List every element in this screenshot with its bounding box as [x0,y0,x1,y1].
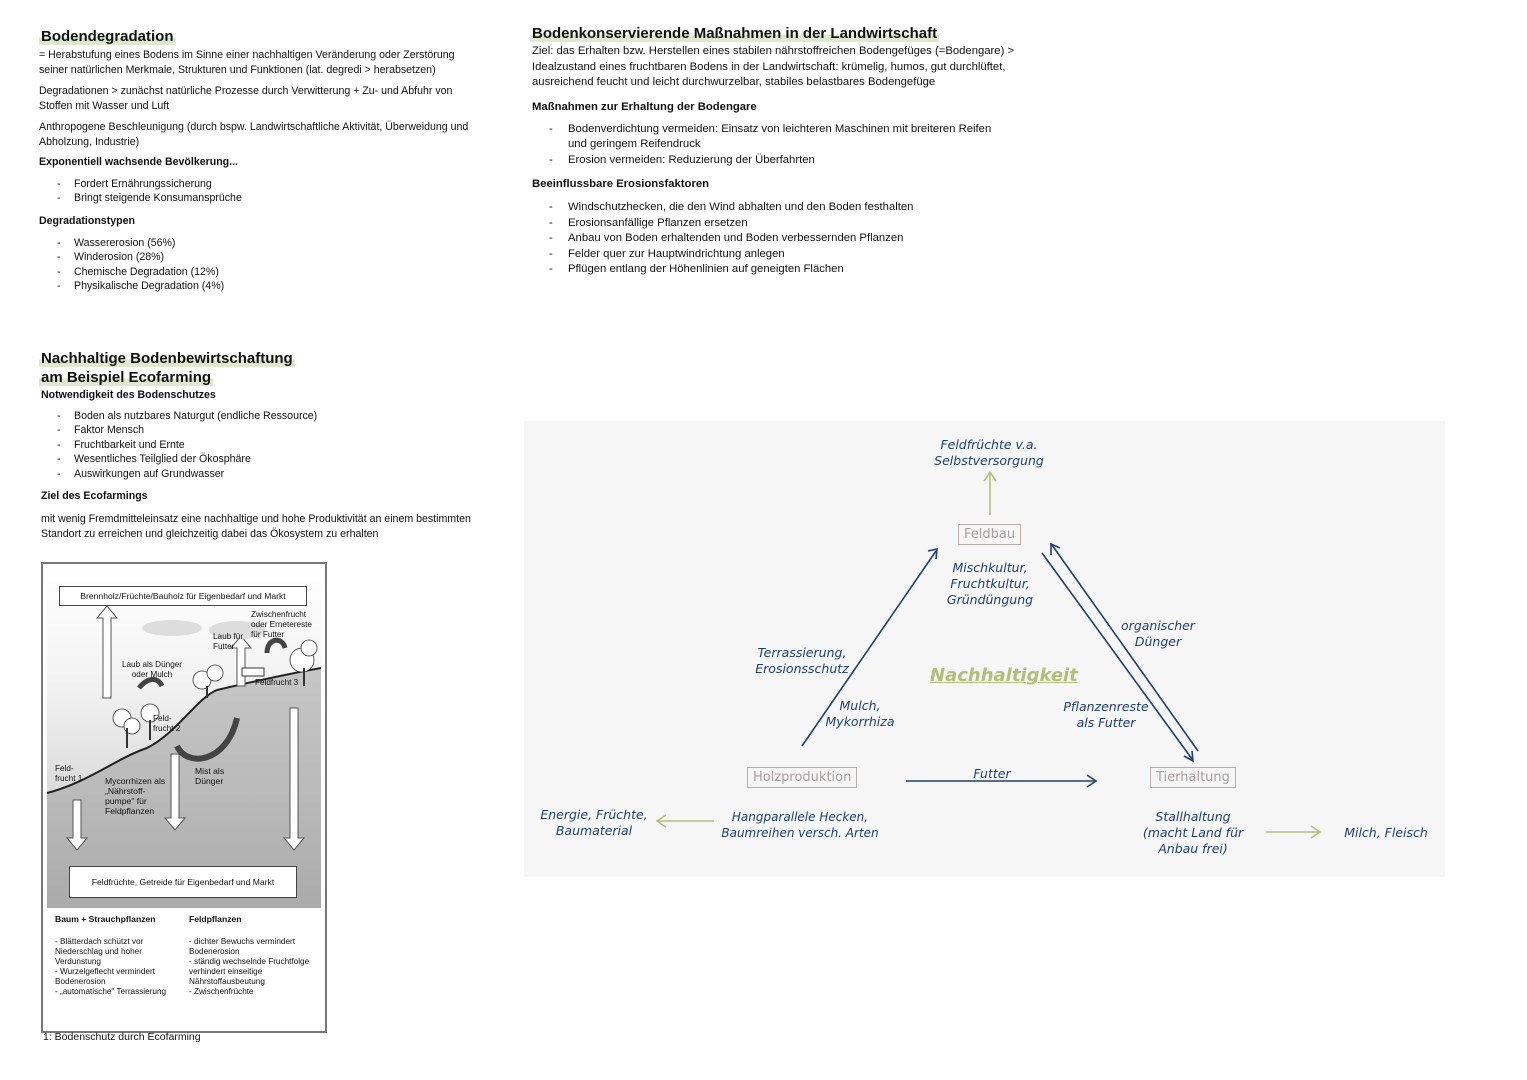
subheading-ziel: Ziel des Ecofarmings [41,490,148,503]
list-bevoelkerung: Fordert Ernährungssicherung Bringt steig… [39,177,484,206]
label-mulch: Mulch, Mykorrhiza [825,698,895,729]
node-tierhaltung: Tierhaltung [1150,767,1236,788]
label-feldfrucht3: Feldfrucht 3 [255,678,299,687]
list-item: Fordert Ernährungssicherung [39,177,484,192]
label-laub-duenger: Laub als Dünger oder Mulch [121,660,183,679]
heading-ecofarming-line1: Nachhaltige Bodenbewirtschaftung [39,350,295,367]
section-bodenkonservierend: Bodenkonservierende Maßnahmen in der Lan… [530,24,1020,278]
col1-item: - Blätterdach schützt vor Niederschlag u… [55,937,144,966]
figure-top-box: Brennholz/Früchte/Bauholz für Eigenbedar… [59,586,307,606]
label-energie: Energie, Früchte, Baumaterial [540,807,648,838]
section-ecofarming: Nachhaltige Bodenbewirtschaftung am Beis… [39,349,484,541]
label-feldbau-methods: Mischkultur, Fruchtkultur, Gründüngung [946,560,1034,607]
list-item: Faktor Mensch [39,423,484,438]
col2-list: - dichter Bewuchs vermindert Bodenerosio… [189,937,315,997]
list-item: Chemische Degradation (12%) [39,265,484,280]
label-terrassierung: Terrassierung, Erosionsschutz [755,645,849,676]
list-bodengare: Bodenverdichtung vermeiden: Einsatz von … [530,122,1000,169]
label-feldfrucht2: Feld- frucht 2 [153,714,181,733]
list-item: Winderosion (28%) [39,250,484,265]
list-item: Bodenverdichtung vermeiden: Einsatz von … [530,122,1000,153]
col1-item: - „automatische" Terrassierung [55,987,167,996]
label-mist: Mist als Dünger [195,766,225,786]
subheading-degradationstypen: Degradationstypen [39,214,135,227]
col2-item: - ständig wechselnde Fruchtfolge verhind… [189,957,310,986]
list-item: Erosionsanfällige Pflanzen ersetzen [530,216,1020,232]
label-futter: Futter [973,766,1011,781]
subheading-erosionsfaktoren: Beeinflussbare Erosionsfaktoren [532,178,710,191]
col1-item: - Wurzelgeflecht vermindert Bodenerosion [55,967,155,986]
col2-item: - dichter Bewuchs vermindert Bodenerosio… [189,937,296,956]
ziel-text: mit wenig Fremdmitteleinsatz eine nachha… [41,513,471,540]
sustainability-diagram: Feldfrüchte v.a. Selbstversorgung Feldba… [524,421,1445,877]
col2-item: - Zwischenfrüchte [189,987,254,996]
definition-text: = Herabstufung eines Bodens im Sinne ein… [39,49,455,76]
col1-heading: Baum + Strauchpflanzen [55,914,156,924]
figure-bottom-box: Feldfrüchte, Getreide für Eigenbedarf un… [69,866,297,898]
label-feldfruechte: Feldfrüchte v.a. Selbstversorgung [934,437,1044,468]
label-hecken: Hangparallele Hecken, Baumreihen versch.… [721,810,879,840]
label-nachhaltigkeit: Nachhaltigkeit [930,665,1078,686]
heading-ecofarming-line2: am Beispiel Ecofarming [39,369,214,386]
subheading-bevoelkerung: Exponentiell wachsende Bevölkerung... [39,156,238,168]
list-item: Anbau von Boden erhaltenden und Boden ve… [530,231,1020,247]
label-feldfrucht1: Feld- frucht 1 [55,764,83,783]
anthropogen-text: Anthropogene Beschleunigung (durch bspw.… [39,121,469,148]
node-feldbau: Feldbau [958,524,1022,545]
list-item: Felder quer zur Hauptwindrichtung anlege… [530,247,1020,263]
heading-bodenkonservierend: Bodenkonservierende Maßnahmen in der Lan… [530,25,940,42]
list-erosionsfaktoren: Windschutzhecken, die den Wind abhalten … [530,200,1020,278]
list-notwendigkeit: Boden als nutzbares Naturgut (endliche R… [39,409,484,481]
landscape-drawing [46,605,322,908]
list-degradationstypen: Wassererosion (56%) Winderosion (28%) Ch… [39,236,484,294]
subheading-notwendigkeit: Notwendigkeit des Bodenschutzes [41,389,216,401]
landscape-illustration [46,568,322,908]
label-pflanzenreste: Pflanzenreste als Futter [1063,699,1149,730]
ziel-bodengare-text: Ziel: das Erhalten bzw. Herstellen eines… [532,45,1015,89]
figure-caption: 1: Bodenschutz durch Ecofarming [43,1031,201,1043]
diagram-arrows [655,470,1322,839]
section-bodendegradation: Bodendegradation = Herabstufung eines Bo… [39,27,484,294]
list-item: Boden als nutzbares Naturgut (endliche R… [39,409,484,424]
list-item: Wesentliches Teilglied der Ökosphäre [39,452,484,467]
label-stallhaltung: Stallhaltung (macht Land für Anbau frei) [1142,809,1244,856]
heading-bodendegradation: Bodendegradation [39,28,176,45]
list-item: Erosion vermeiden: Reduzierung der Überf… [530,153,1000,169]
label-laub-futter: Laub für Futter [213,632,244,651]
subheading-bodengare: Maßnahmen zur Erhaltung der Bodengare [532,100,757,113]
list-item: Fruchtbarkeit und Ernte [39,438,484,453]
label-zwischenfrucht: Zwischenfrucht oder Ernetereste für Futt… [251,610,312,639]
list-item: Physikalische Degradation (4%) [39,279,484,294]
col1-list: - Blätterdach schützt vor Niederschlag u… [55,937,181,997]
list-item: Bringt steigende Konsumansprüche [39,191,484,206]
label-organischer-duenger: organischer Dünger [1121,618,1195,649]
degradation-text: Degradationen > zunächst natürliche Proz… [39,85,453,112]
col2-heading: Feldpflanzen [189,914,242,924]
label-milch-fleisch: Milch, Fleisch [1344,825,1428,840]
node-holzproduktion: Holzproduktion [747,767,858,788]
label-mycorrhizen: Mycorrhizen als „Nährstoff- pumpe" für F… [105,776,166,816]
list-item: Pflügen entlang der Höhenlinien auf gene… [530,262,1020,278]
list-item: Windschutzhecken, die den Wind abhalten … [530,200,1020,216]
list-item: Auswirkungen auf Grundwasser [39,467,484,482]
list-item: Wassererosion (56%) [39,236,484,251]
ecofarming-figure: Brennholz/Früchte/Bauholz für Eigenbedar… [41,562,327,1033]
